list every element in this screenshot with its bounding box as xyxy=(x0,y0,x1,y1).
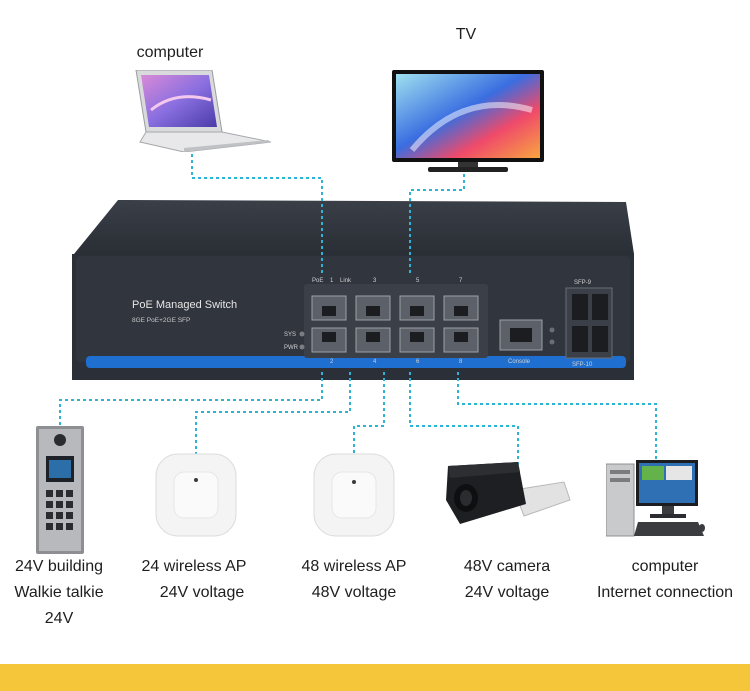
computer-top-label: computer xyxy=(136,44,204,61)
door-intercom-line-1: 24V building xyxy=(14,558,104,575)
computer-bottom-label: computer Internet connection xyxy=(588,554,742,606)
ap-24-label: 24 wireless AP 24V voltage xyxy=(134,554,254,606)
console-label: Console xyxy=(508,359,531,365)
led-label-sys: SYS xyxy=(284,332,296,338)
bullet-camera-icon xyxy=(446,462,571,524)
port-label-3: 3 xyxy=(373,278,377,284)
door-intercom-line-2: Walkie talkie xyxy=(14,584,104,601)
port-label-poe: PoE xyxy=(312,278,323,284)
wire-ap-48 xyxy=(353,372,385,470)
port-label-2: 2 xyxy=(330,359,334,365)
tv-label: TV xyxy=(455,26,477,43)
door-intercom-line-3: 24V xyxy=(44,610,74,627)
wire-camera xyxy=(409,372,519,470)
ap-48-label: 48 wireless AP 48V voltage xyxy=(294,554,414,606)
led-label-pwr: PWR xyxy=(284,345,299,351)
port-label-6: 6 xyxy=(416,359,420,365)
computer-bottom-line-1: computer xyxy=(631,558,699,575)
port-label-link: Link xyxy=(340,278,352,284)
ap-24-line-1: 24 wireless AP xyxy=(141,558,247,575)
wire-ap-24 xyxy=(195,372,351,470)
port-label-5: 5 xyxy=(416,278,420,284)
port-label-7: 7 xyxy=(459,278,463,284)
door-intercom-label: 24V building Walkie talkie 24V xyxy=(0,554,118,632)
sfp-label-9: SFP-9 xyxy=(574,280,592,286)
port-label-4: 4 xyxy=(373,359,377,365)
wireless-ap-48-icon xyxy=(313,453,395,537)
ap-24-line-2: 24V voltage xyxy=(159,584,245,601)
wire-tv xyxy=(409,174,465,276)
wire-pc xyxy=(457,372,657,466)
footer-bar xyxy=(0,664,750,691)
tv-icon xyxy=(392,70,544,172)
wireless-ap-icon xyxy=(155,453,237,537)
camera-line-2: 24V voltage xyxy=(464,584,550,601)
switch-title: PoE Managed Switch xyxy=(132,299,237,311)
camera-label: 48V camera 24V voltage xyxy=(452,554,562,606)
port-label-8: 8 xyxy=(459,359,463,365)
ap-48-line-1: 48 wireless AP xyxy=(301,558,407,575)
ap-48-line-2: 48V voltage xyxy=(311,584,397,601)
switch-subtitle: 8GE PoE+2GE SFP xyxy=(132,317,190,324)
port-label-1: 1 xyxy=(330,278,334,284)
desktop-computer-icon xyxy=(606,460,705,537)
camera-line-1: 48V camera xyxy=(463,558,551,575)
door-intercom-icon xyxy=(36,426,84,554)
wire-laptop xyxy=(191,154,323,276)
sfp-label-10: SFP-10 xyxy=(572,362,593,368)
poe-managed-switch: PoE Managed Switch 8GE PoE+2GE SFP PoE 1… xyxy=(72,200,634,380)
laptop-icon xyxy=(135,70,272,152)
computer-bottom-line-2: Internet connection xyxy=(596,584,734,601)
wire-door-station xyxy=(59,372,323,428)
